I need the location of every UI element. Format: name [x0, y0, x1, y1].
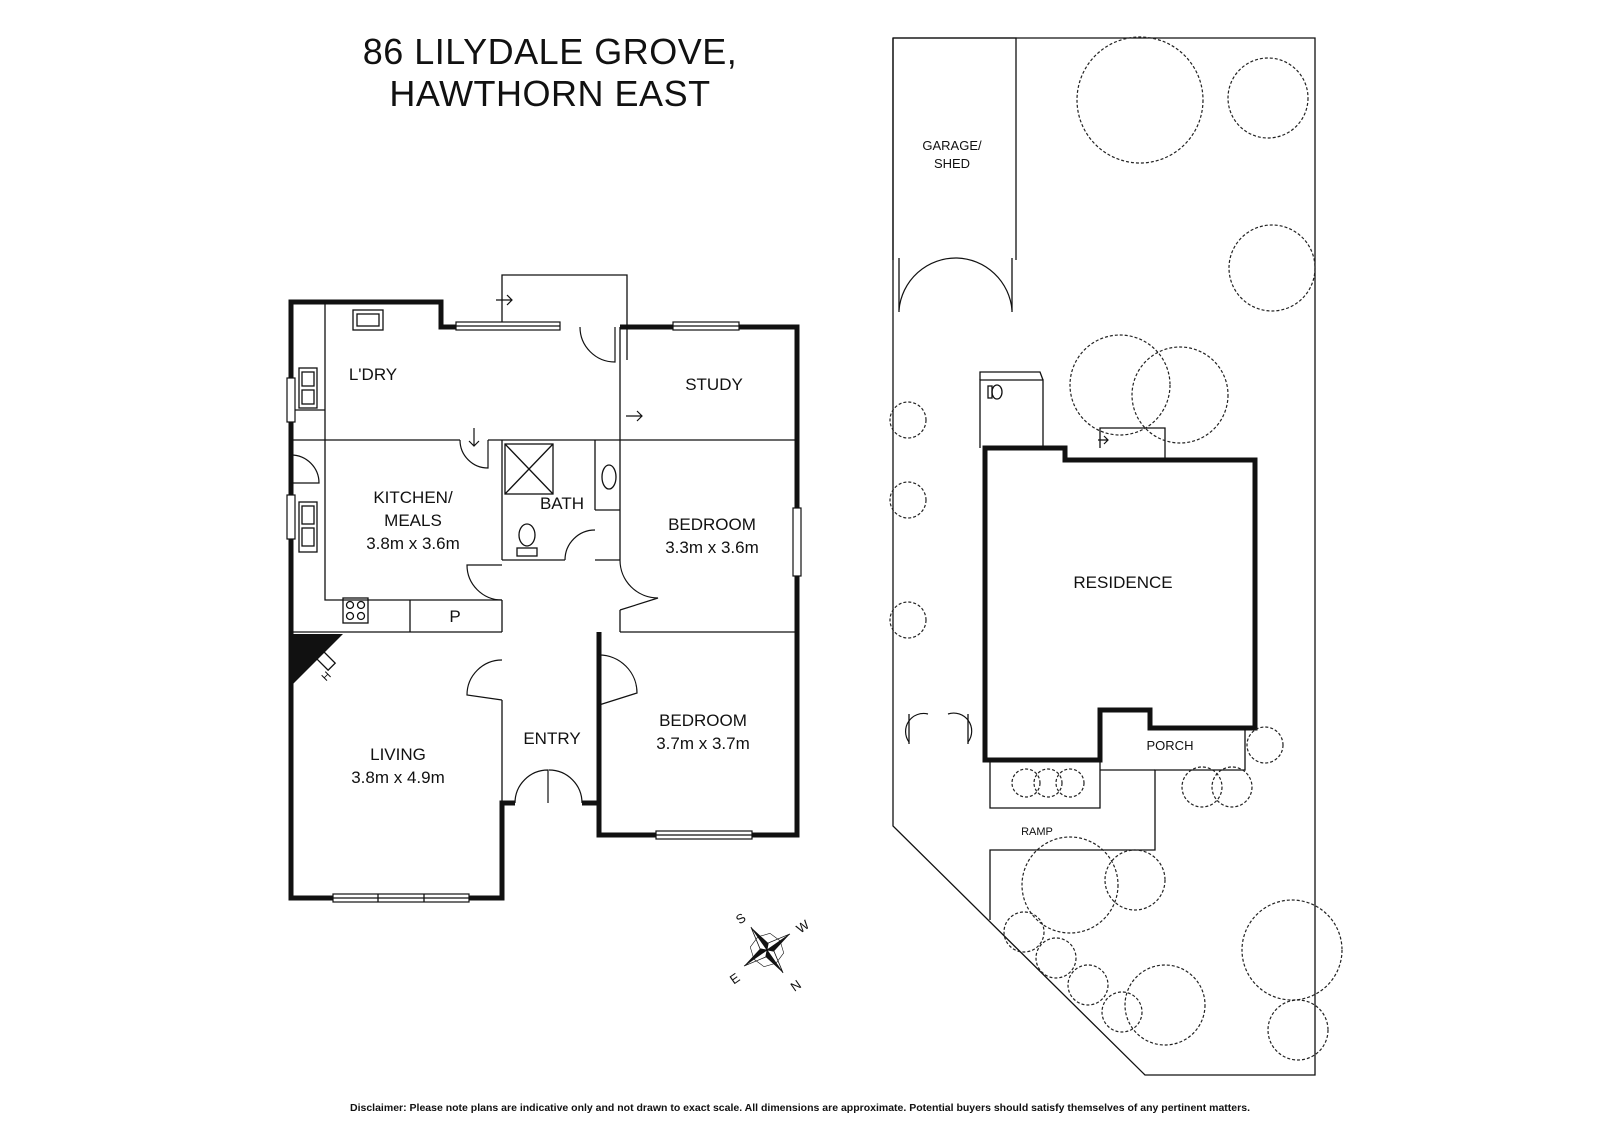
compass-e: E [727, 970, 743, 987]
garage-shed [892, 37, 1017, 312]
label-ramp: RAMP [1021, 826, 1053, 838]
porch-ramp [905, 712, 1246, 920]
label-bedroom-2: BEDROOM [659, 711, 747, 730]
label-bedroom-1: BEDROOM [668, 515, 756, 534]
label-bedroom-1-dims: 3.3m x 3.6m [665, 538, 759, 557]
label-kitchen-2: MEALS [384, 511, 442, 530]
compass-w: W [793, 917, 812, 937]
compass-n: N [788, 977, 804, 995]
windows [286, 321, 802, 903]
label-entry: ENTRY [523, 729, 580, 748]
label-bedroom-2-dims: 3.7m x 3.7m [656, 734, 750, 753]
room-labels: L'DRY STUDY KITCHEN/ MEALS 3.8m x 3.6m B… [320, 365, 759, 787]
label-pantry: P [449, 607, 460, 626]
title-line-2: HAWTHORN EAST [389, 73, 711, 114]
label-heater: H [320, 670, 334, 684]
label-bath: BATH [540, 494, 584, 513]
label-kitchen-dims: 3.8m x 3.6m [366, 534, 460, 553]
doors [290, 294, 659, 804]
title-line-1: 86 LILYDALE GROVE, [362, 31, 738, 72]
floor-plan-interior-walls [291, 274, 797, 803]
compass-rose [743, 926, 791, 974]
label-study: STUDY [685, 375, 743, 394]
label-kitchen-1: KITCHEN/ [373, 488, 453, 507]
label-garage-1: GARAGE/ [922, 138, 982, 153]
label-residence: RESIDENCE [1073, 573, 1172, 592]
label-porch: PORCH [1147, 738, 1194, 753]
residence-outline [979, 371, 1258, 763]
disclaimer: Disclaimer: Please note plans are indica… [350, 1102, 1250, 1114]
label-laundry: L'DRY [349, 365, 397, 384]
label-living-dims: 3.8m x 4.9m [351, 768, 445, 787]
label-garage-2: SHED [934, 156, 970, 171]
site-boundary [892, 37, 1316, 1076]
trees [889, 36, 1343, 1061]
label-living: LIVING [370, 745, 426, 764]
compass-s: S [733, 910, 749, 927]
